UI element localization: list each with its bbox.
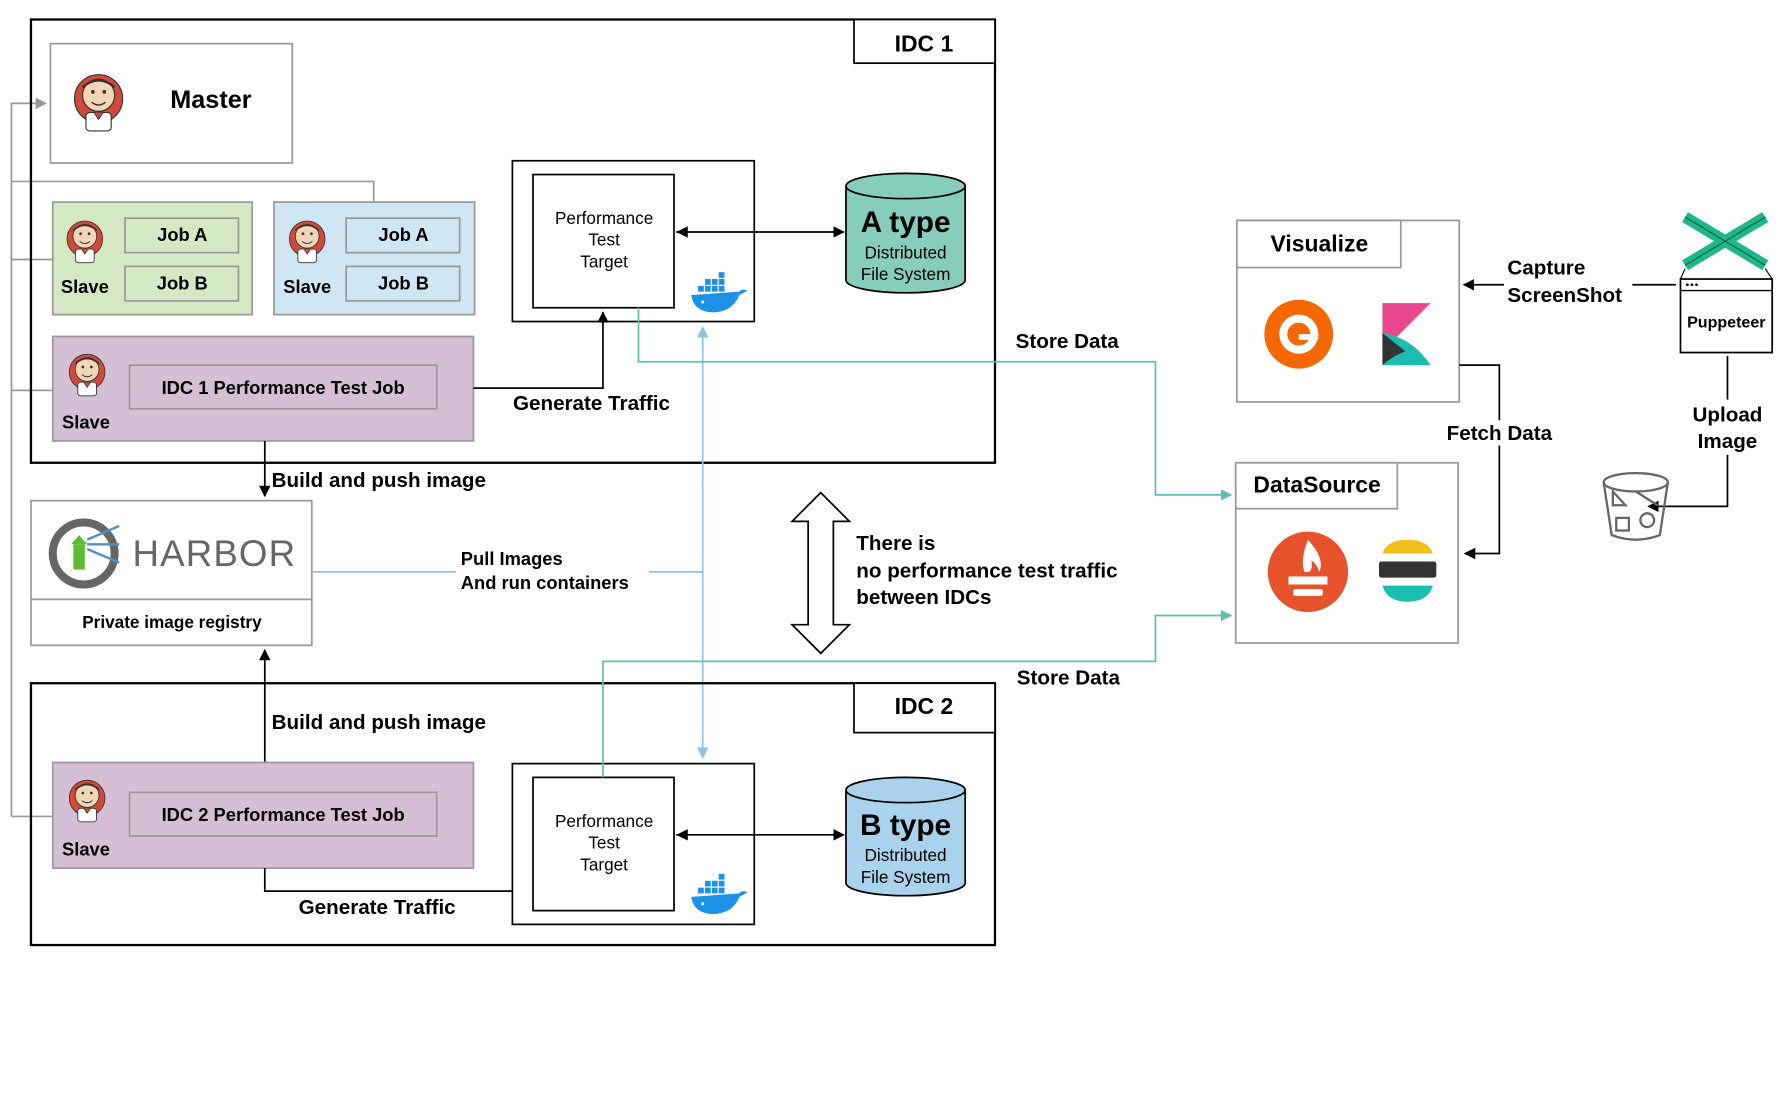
slave-idc1-perf [51, 335, 475, 442]
datasource-title: DataSource [1253, 472, 1380, 498]
visualize-title: Visualize [1271, 230, 1369, 256]
pull-images-label-2: And run containers [461, 572, 629, 593]
fs-a-type: A type [861, 206, 951, 239]
build-push-label-2: Build and push image [272, 711, 486, 734]
target1-box [532, 173, 675, 309]
fs-b-type: B type [860, 809, 951, 842]
job-a-green-label: Job A [157, 224, 207, 245]
idc2-title: IDC 2 [895, 693, 954, 719]
generate-traffic-label-1: Generate Traffic [513, 392, 670, 415]
job-b-blue [345, 265, 461, 302]
fs-b-cylinder [845, 776, 967, 897]
target1-line3: Target [580, 252, 628, 272]
store-data-label-2: Store Data [1017, 666, 1121, 689]
generate-traffic-label-2: Generate Traffic [299, 896, 456, 919]
target1-line2: Test [588, 230, 620, 250]
harbor-caption: Private image registry [82, 612, 262, 632]
capture-label-1: Capture [1507, 256, 1585, 279]
idc1-perf-job-label: IDC 1 Performance Test Job [162, 377, 405, 398]
fetch-data-label: Fetch Data [1447, 422, 1553, 445]
harbor-logo-icon [48, 518, 120, 589]
idc2-perf-job [128, 791, 438, 837]
idc1-title: IDC 1 [895, 31, 954, 57]
generate-traffic-edge-1 [473, 311, 609, 389]
fetch-data-edge [1459, 364, 1501, 560]
prometheus-icon [1267, 531, 1349, 613]
fs-b-line1: Distributed [865, 845, 947, 865]
target2-box [532, 776, 675, 912]
architecture-diagram: IDC 1 Master Slave Job A Job B Slave Job… [10, 18, 1775, 947]
grafana-icon [1264, 299, 1334, 369]
job-a-blue [345, 217, 461, 254]
note-line1: There is [856, 532, 935, 555]
puppeteer-label: Puppeteer [1687, 313, 1765, 331]
note-line2: no performance test traffic [856, 560, 1117, 583]
slave-idc2-perf [51, 761, 475, 869]
fs-a-line1: Distributed [865, 242, 947, 262]
fs-b-line2: File System [861, 867, 951, 887]
slave-green-label: Slave [61, 276, 109, 297]
pull-images-label-1: Pull Images [461, 548, 563, 569]
slave-blue-label: Slave [283, 276, 331, 297]
puppeteer-icon [1679, 212, 1774, 354]
slave-idc1-label: Slave [62, 411, 110, 432]
store-data-edge-1 [637, 307, 1233, 501]
capture-label-2: ScreenShot [1507, 284, 1622, 307]
target2-line3: Target [580, 854, 628, 874]
kibana-icon [1382, 303, 1431, 366]
job-b-blue-label: Job B [378, 272, 429, 293]
storage-bucket-icon [1602, 471, 1670, 541]
build-push-label-1: Build and push image [272, 469, 486, 492]
target2-line2: Test [588, 833, 620, 853]
store-data-label-1: Store Data [1016, 330, 1120, 353]
slave-idc2-label: Slave [62, 838, 110, 859]
idc2-region [29, 682, 997, 947]
note-line3: between IDCs [856, 586, 991, 609]
job-a-green [124, 217, 240, 254]
generate-traffic-edge-2 [263, 868, 532, 897]
harbor-logo-text: HARBOR [132, 533, 296, 574]
job-b-green [124, 265, 240, 302]
no-traffic-arrow [790, 491, 852, 655]
master-label: Master [170, 86, 251, 114]
idc1-perf-job [128, 364, 438, 410]
idc1-region [29, 18, 997, 464]
target1-line1: Performance [555, 208, 653, 228]
upload-label-2: Image [1698, 430, 1758, 453]
fs-a-cylinder [845, 172, 967, 294]
store-data-edge-2 [602, 609, 1233, 778]
elasticsearch-icon [1378, 539, 1437, 602]
target2-line1: Performance [555, 811, 653, 831]
upload-label-1: Upload [1693, 403, 1763, 426]
fs-a-line2: File System [861, 264, 951, 284]
idc2-perf-job-label: IDC 2 Performance Test Job [162, 804, 405, 825]
job-a-blue-label: Job A [378, 224, 428, 245]
job-b-green-label: Job B [157, 272, 208, 293]
